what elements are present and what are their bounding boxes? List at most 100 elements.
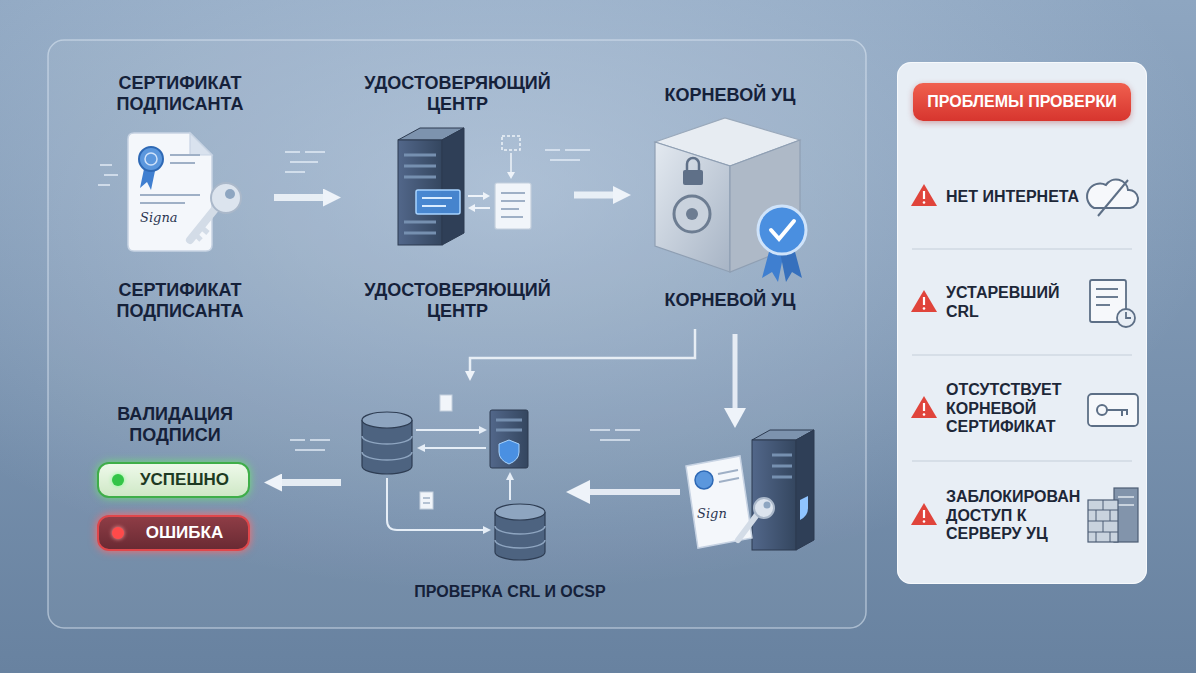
data-dashes <box>615 429 640 431</box>
node-caption: УДОСТОВЕРЯЮЩИЙ ЦЕНТР <box>363 280 553 322</box>
data-dashes <box>295 449 325 451</box>
warning-triangles <box>923 520 926 523</box>
blocked-server-icon <box>1088 500 1118 542</box>
blocked-server-icon <box>1088 500 1118 542</box>
problem-item: ЗАБЛОКИРОВАН ДОСТУП К СЕРВЕРУ УЦ <box>906 468 1141 564</box>
crl-ocsp-servers-icon <box>423 497 430 499</box>
certificate-authority: УДОСТОВЕРЯЮЩИЙ ЦЕНТРУДОСТОВЕРЯЮЩИЙ ЦЕНТР <box>345 65 570 330</box>
crl-ocsp-servers-icon <box>424 447 486 449</box>
warning-triangles <box>923 510 925 518</box>
crl-ocsp-servers-icon <box>362 412 412 428</box>
node-caption: СЕРТИФИКАТ ПОДПИСАНТА <box>93 280 268 322</box>
ca-server-icon <box>416 190 460 214</box>
crl-ocsp-servers-icon <box>506 472 514 480</box>
no-internet-icon <box>1098 180 1128 216</box>
signer-certificate-icon <box>140 202 185 204</box>
signature-script: Signa <box>140 211 178 224</box>
outdated-crl-icon <box>1117 309 1135 327</box>
data-dashes <box>285 171 305 173</box>
crl-ocsp-servers-icon <box>499 440 519 464</box>
signed-document-server-icon <box>796 430 814 550</box>
ca-server-icon <box>474 207 490 209</box>
data-dashes <box>98 184 110 186</box>
flow-arrow <box>574 192 613 199</box>
signer-certificate-icon <box>225 189 235 199</box>
missing-root-cert-icon <box>1126 410 1128 415</box>
problem-item: УСТАРЕВШИЙ CRL <box>906 255 1141 351</box>
node-title: ОШИБКА <box>146 523 223 543</box>
warning-triangles <box>923 201 926 204</box>
node-title: ПРОБЛЕМЫ ПРОВЕРКИ <box>913 83 1131 121</box>
ca-server-icon <box>404 221 436 224</box>
root-ca-safe-icon <box>771 221 794 239</box>
data-dashes <box>310 439 330 441</box>
warning-triangles <box>911 396 937 418</box>
outdated-crl-icon <box>1090 280 1135 327</box>
problems-panel-background <box>897 62 1147 584</box>
missing-root-cert-icon <box>1088 394 1138 426</box>
warning-triangles <box>923 403 925 411</box>
crl-ocsp-servers-icon <box>490 410 528 468</box>
ca-server-icon <box>495 183 531 229</box>
ca-server-icon <box>501 208 519 210</box>
blocked-server-icon <box>1110 532 1111 542</box>
signer-certificate-icon <box>211 183 241 213</box>
signed-document-server-icon <box>752 440 796 550</box>
signer-certificate-icon <box>195 234 201 240</box>
ca-server-icon <box>501 216 523 218</box>
crl-ocsp-servers-icon <box>423 502 430 504</box>
blocked-server-icon <box>1088 488 1138 542</box>
status-error: ОШИБКА <box>97 515 250 551</box>
signed-document-server-icon <box>754 498 774 518</box>
ca-server-icon <box>483 192 490 200</box>
outdated-crl-icon <box>1126 312 1131 318</box>
warning-triangles <box>911 184 937 206</box>
ca-server-icon <box>404 165 436 168</box>
signer-certificate-icon <box>201 227 208 233</box>
node-title: ВАЛИДАЦИЯ ПОДПИСИ <box>90 404 260 446</box>
flow-decor-arrows <box>724 408 746 428</box>
flow-decor-arrows <box>733 334 738 410</box>
blocked-server-icon <box>1103 521 1104 532</box>
data-dashes <box>305 151 325 153</box>
outdated-crl-icon <box>1096 304 1110 306</box>
crl-ocsp-check: ПРОВЕРКА CRL И OCSP <box>345 385 675 610</box>
signer-certificate-icon <box>140 194 200 196</box>
flow-arrow <box>470 329 695 371</box>
blocked-server-icon <box>1096 510 1097 521</box>
flow-arrow <box>274 194 323 201</box>
signer-certificate-icon <box>128 133 241 251</box>
data-dashes <box>290 439 305 441</box>
node-title: ПРОВЕРКА CRL И OCSP <box>414 583 605 602</box>
root-ca: КОРНЕВОЙ УЦКОРНЕВОЙ УЦ <box>635 65 825 325</box>
signer-certificate: СЕРТИФИКАТ ПОДПИСАНТАСЕРТИФИКАТ ПОДПИСАН… <box>90 65 270 330</box>
diagram-frame <box>48 40 866 628</box>
status-success: УСПЕШНО <box>97 462 250 498</box>
problem-item: ОТСУТСТВУЕТ КОРНЕВОЙ СЕРТИФИКАТ <box>906 361 1141 457</box>
warning-triangles <box>923 307 926 310</box>
signer-certificate-icon <box>145 153 157 165</box>
blocked-server-icon <box>1118 504 1134 506</box>
flow-arrow <box>282 479 341 486</box>
node-title: УСПЕШНО <box>140 470 229 490</box>
data-dashes <box>285 151 300 153</box>
crl-ocsp-servers-icon <box>509 478 511 500</box>
crl-ocsp-servers-icon <box>496 429 522 432</box>
signed-document-server-icon <box>800 496 808 520</box>
signed-document-server-icon <box>718 470 738 474</box>
problems-panel-background <box>912 354 1132 355</box>
signer-certificate-icon <box>140 169 155 190</box>
signature-validation: ВАЛИДАЦИЯ ПОДПИСИ УСПЕШНО ОШИБКА <box>90 400 260 565</box>
ca-server-icon <box>404 176 436 179</box>
blocked-server-icon <box>1096 532 1097 542</box>
node-title: УСТАРЕВШИЙ CRL <box>946 284 1086 322</box>
crl-ocsp-servers-icon <box>440 395 452 411</box>
blocked-server-icon <box>1103 500 1104 510</box>
signed-document-server-icon <box>719 478 739 482</box>
root-ca-safe-icon <box>655 142 730 272</box>
warning-triangles <box>923 191 925 199</box>
no-internet-icon <box>1087 179 1138 208</box>
signer-certificate-icon <box>170 154 200 156</box>
